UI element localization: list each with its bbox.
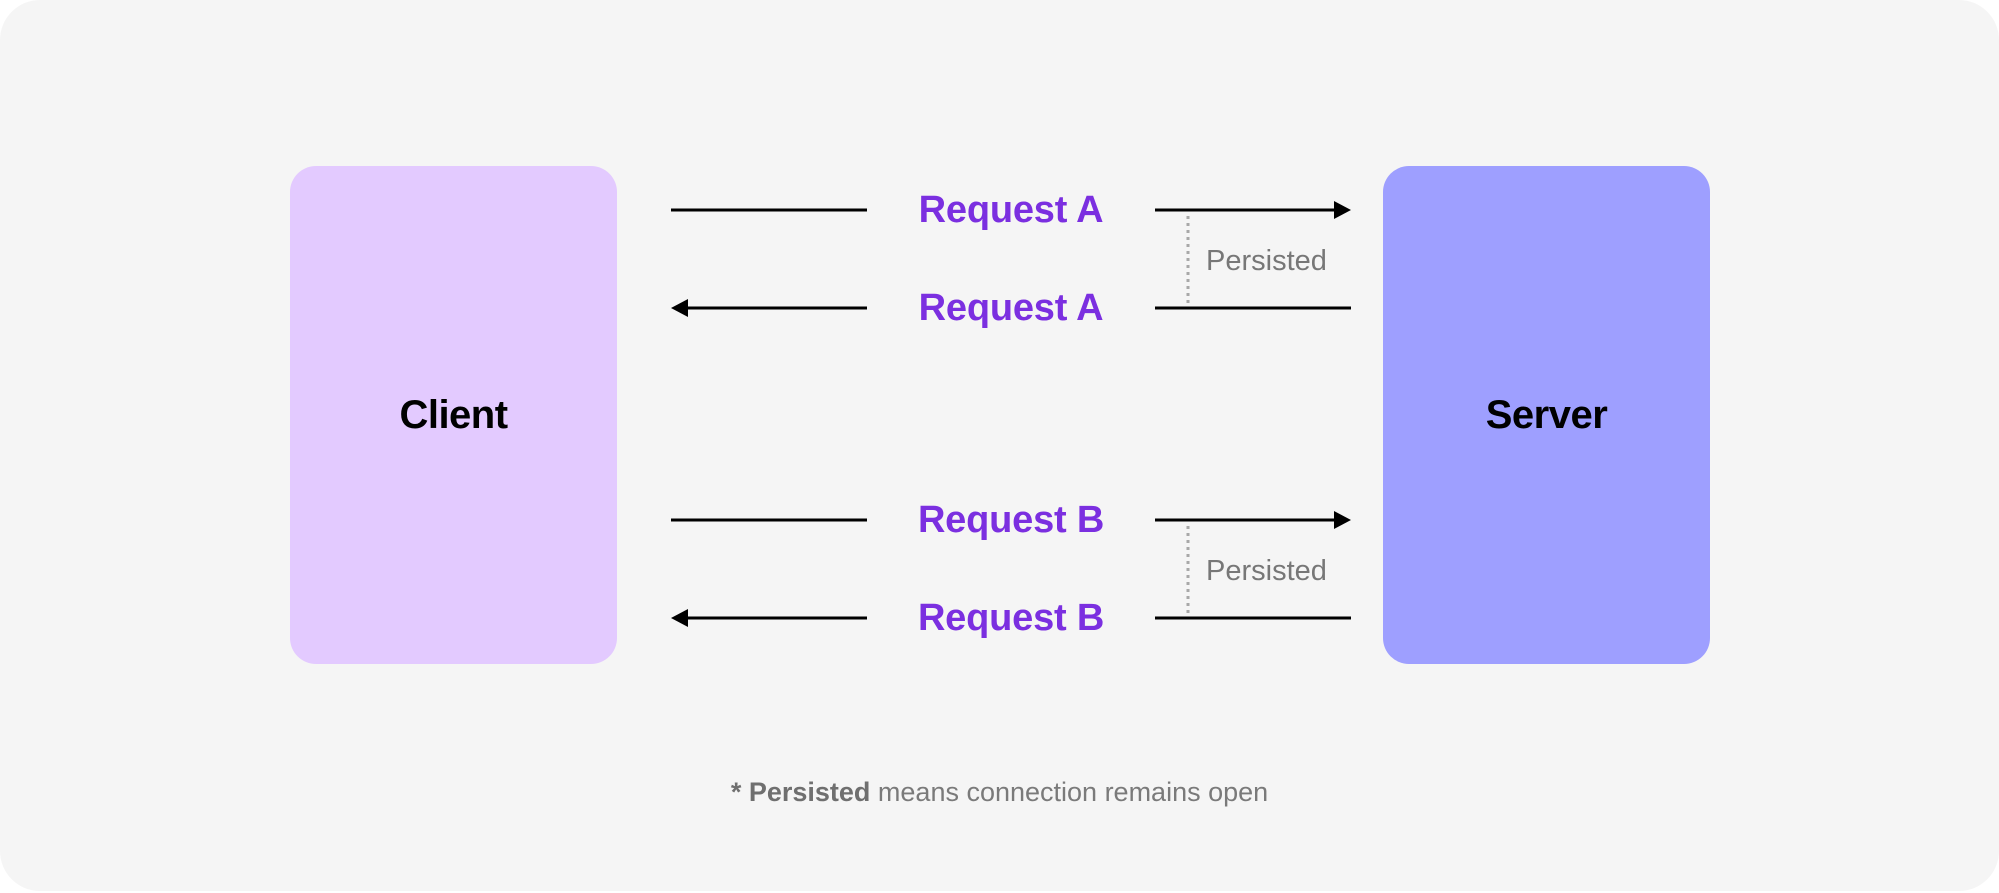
client-box: Client <box>290 166 617 664</box>
server-box: Server <box>1383 166 1710 664</box>
footnote-term: Persisted <box>748 777 871 807</box>
persisted-a-label: Persisted <box>1206 245 1327 277</box>
response-b-label: Request B <box>917 597 1105 639</box>
persisted-b-label: Persisted <box>1206 555 1327 587</box>
request-b-arrowhead <box>1334 511 1351 529</box>
request-a-label: Request A <box>918 189 1104 231</box>
server-label: Server <box>1485 392 1608 437</box>
response-a-arrowhead <box>671 299 688 317</box>
response-b-arrowhead <box>671 609 688 627</box>
footnote-star: * <box>730 777 749 807</box>
footnote: * Persisted means connection remains ope… <box>0 776 1999 808</box>
client-label: Client <box>399 392 508 437</box>
request-a-arrowhead <box>1334 201 1351 219</box>
request-b-label: Request B <box>917 499 1105 541</box>
footnote-text: means connection remains open <box>870 777 1269 807</box>
response-a-label: Request A <box>918 287 1104 329</box>
